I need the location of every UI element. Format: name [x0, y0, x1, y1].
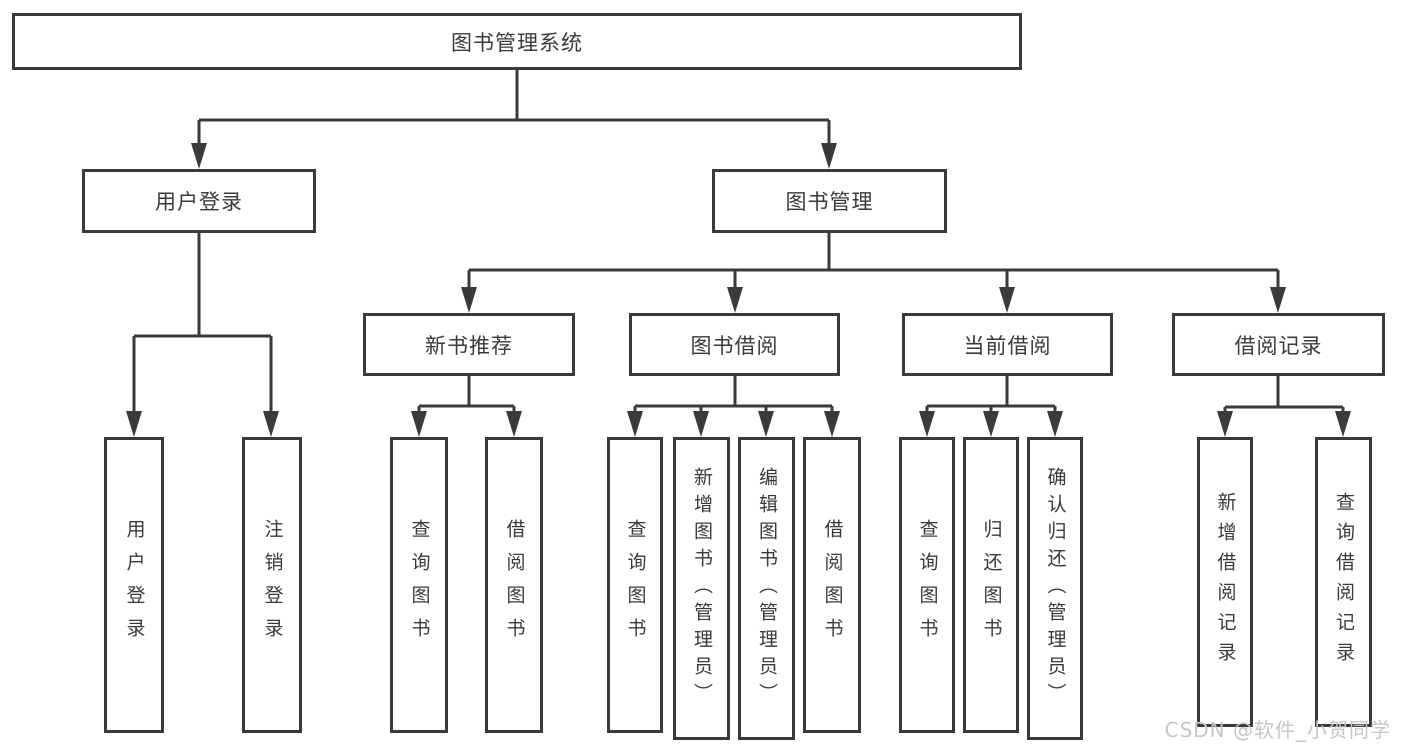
leaf-query-books-borrow: 查询图书	[607, 437, 663, 733]
leaf-borrow-books: 借阅图书	[803, 437, 861, 733]
node-book-borrow: 图书借阅	[629, 313, 840, 376]
leaf-query-books-recommend: 查询图书	[390, 437, 448, 733]
arrowheads	[126, 143, 1351, 437]
node-new-book-recommend: 新书推荐	[363, 313, 575, 376]
leaf-edit-book-admin: 编辑图书（管理员）	[738, 437, 795, 740]
leaf-add-book-admin: 新增图书（管理员）	[673, 437, 730, 740]
leaf-borrow-books-recommend: 借阅图书	[485, 437, 543, 733]
node-user-login: 用户登录	[82, 169, 316, 233]
node-current-borrow: 当前借阅	[902, 313, 1113, 376]
leaf-query-books-current: 查询图书	[899, 437, 955, 733]
leaf-logout: 注销登录	[242, 437, 302, 733]
leaf-add-borrow-record: 新增借阅记录	[1197, 437, 1253, 727]
leaf-confirm-return-admin: 确认归还（管理员）	[1027, 437, 1083, 740]
leaf-query-borrow-record: 查询借阅记录	[1315, 437, 1372, 727]
node-root: 图书管理系统	[12, 13, 1022, 70]
csdn-watermark: CSDN @软件_小贺同学	[1164, 718, 1391, 742]
leaf-user-login: 用户登录	[104, 437, 164, 733]
node-borrow-records: 借阅记录	[1172, 313, 1385, 376]
leaf-return-books: 归还图书	[963, 437, 1019, 733]
node-book-management: 图书管理	[712, 169, 947, 233]
